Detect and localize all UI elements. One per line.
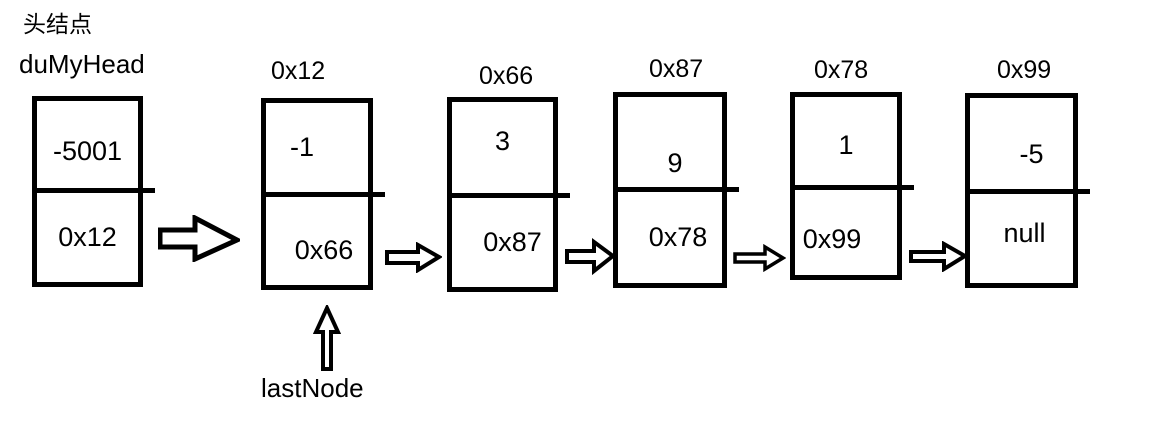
head-node-caption: 头结点 bbox=[23, 11, 92, 37]
divider-overshoot bbox=[131, 188, 155, 193]
node-head: -5001 0x12 bbox=[32, 96, 155, 287]
node-next-pointer: 0x99 bbox=[802, 224, 862, 254]
node-box: 9 0x78 bbox=[613, 92, 739, 288]
node-box: 1 0x99 bbox=[790, 92, 914, 280]
node-box: -5 null bbox=[965, 93, 1090, 288]
node-box: -5001 0x12 bbox=[32, 96, 155, 287]
next-arrow-icon bbox=[565, 238, 616, 275]
next-arrow-icon bbox=[733, 244, 786, 272]
node-0x87: 0x87 9 0x78 bbox=[613, 55, 739, 288]
node-address-label: 0x87 bbox=[649, 55, 704, 83]
next-arrow-icon bbox=[158, 215, 240, 262]
node-0x99: 0x99 -5 null bbox=[965, 56, 1090, 288]
node-value: 1 bbox=[795, 97, 897, 190]
node-value: -1 bbox=[266, 103, 368, 197]
last-node-variable-label: lastNode bbox=[261, 373, 364, 403]
node-next-pointer: 0x78 bbox=[648, 222, 708, 252]
divider-overshoot bbox=[361, 192, 385, 197]
node-next-pointer: 0x87 bbox=[483, 227, 542, 257]
divider-overshoot bbox=[715, 187, 739, 192]
node-box: 3 0x87 bbox=[447, 97, 570, 292]
node-value: 3 bbox=[452, 102, 553, 198]
node-next-pointer: 0x12 bbox=[58, 222, 117, 252]
node-0x66: 0x66 3 0x87 bbox=[447, 62, 570, 292]
divider-overshoot bbox=[1066, 189, 1090, 194]
node-box: -1 0x66 bbox=[261, 98, 385, 290]
node-value: 9 bbox=[618, 97, 722, 192]
node-value: -5 bbox=[970, 98, 1073, 194]
node-value: -5001 bbox=[37, 101, 138, 193]
node-address-label: 0x66 bbox=[479, 62, 534, 90]
next-arrow-icon bbox=[909, 241, 968, 272]
node-address-label: 0x78 bbox=[814, 56, 869, 84]
node-0x12: 0x12 -1 0x66 bbox=[261, 57, 385, 290]
node-next-pointer: null bbox=[1003, 218, 1046, 248]
node-address-label: 0x12 bbox=[271, 57, 326, 85]
next-arrow-icon bbox=[385, 242, 442, 273]
node-0x78: 0x78 1 0x99 bbox=[790, 56, 914, 280]
node-next-pointer: 0x66 bbox=[294, 234, 354, 265]
dumyhead-variable-label: duMyHead bbox=[19, 49, 145, 79]
node-address-label: 0x99 bbox=[997, 56, 1052, 84]
divider-overshoot bbox=[546, 193, 570, 198]
divider-overshoot bbox=[890, 185, 914, 190]
last-node-up-arrow-icon bbox=[313, 305, 341, 371]
